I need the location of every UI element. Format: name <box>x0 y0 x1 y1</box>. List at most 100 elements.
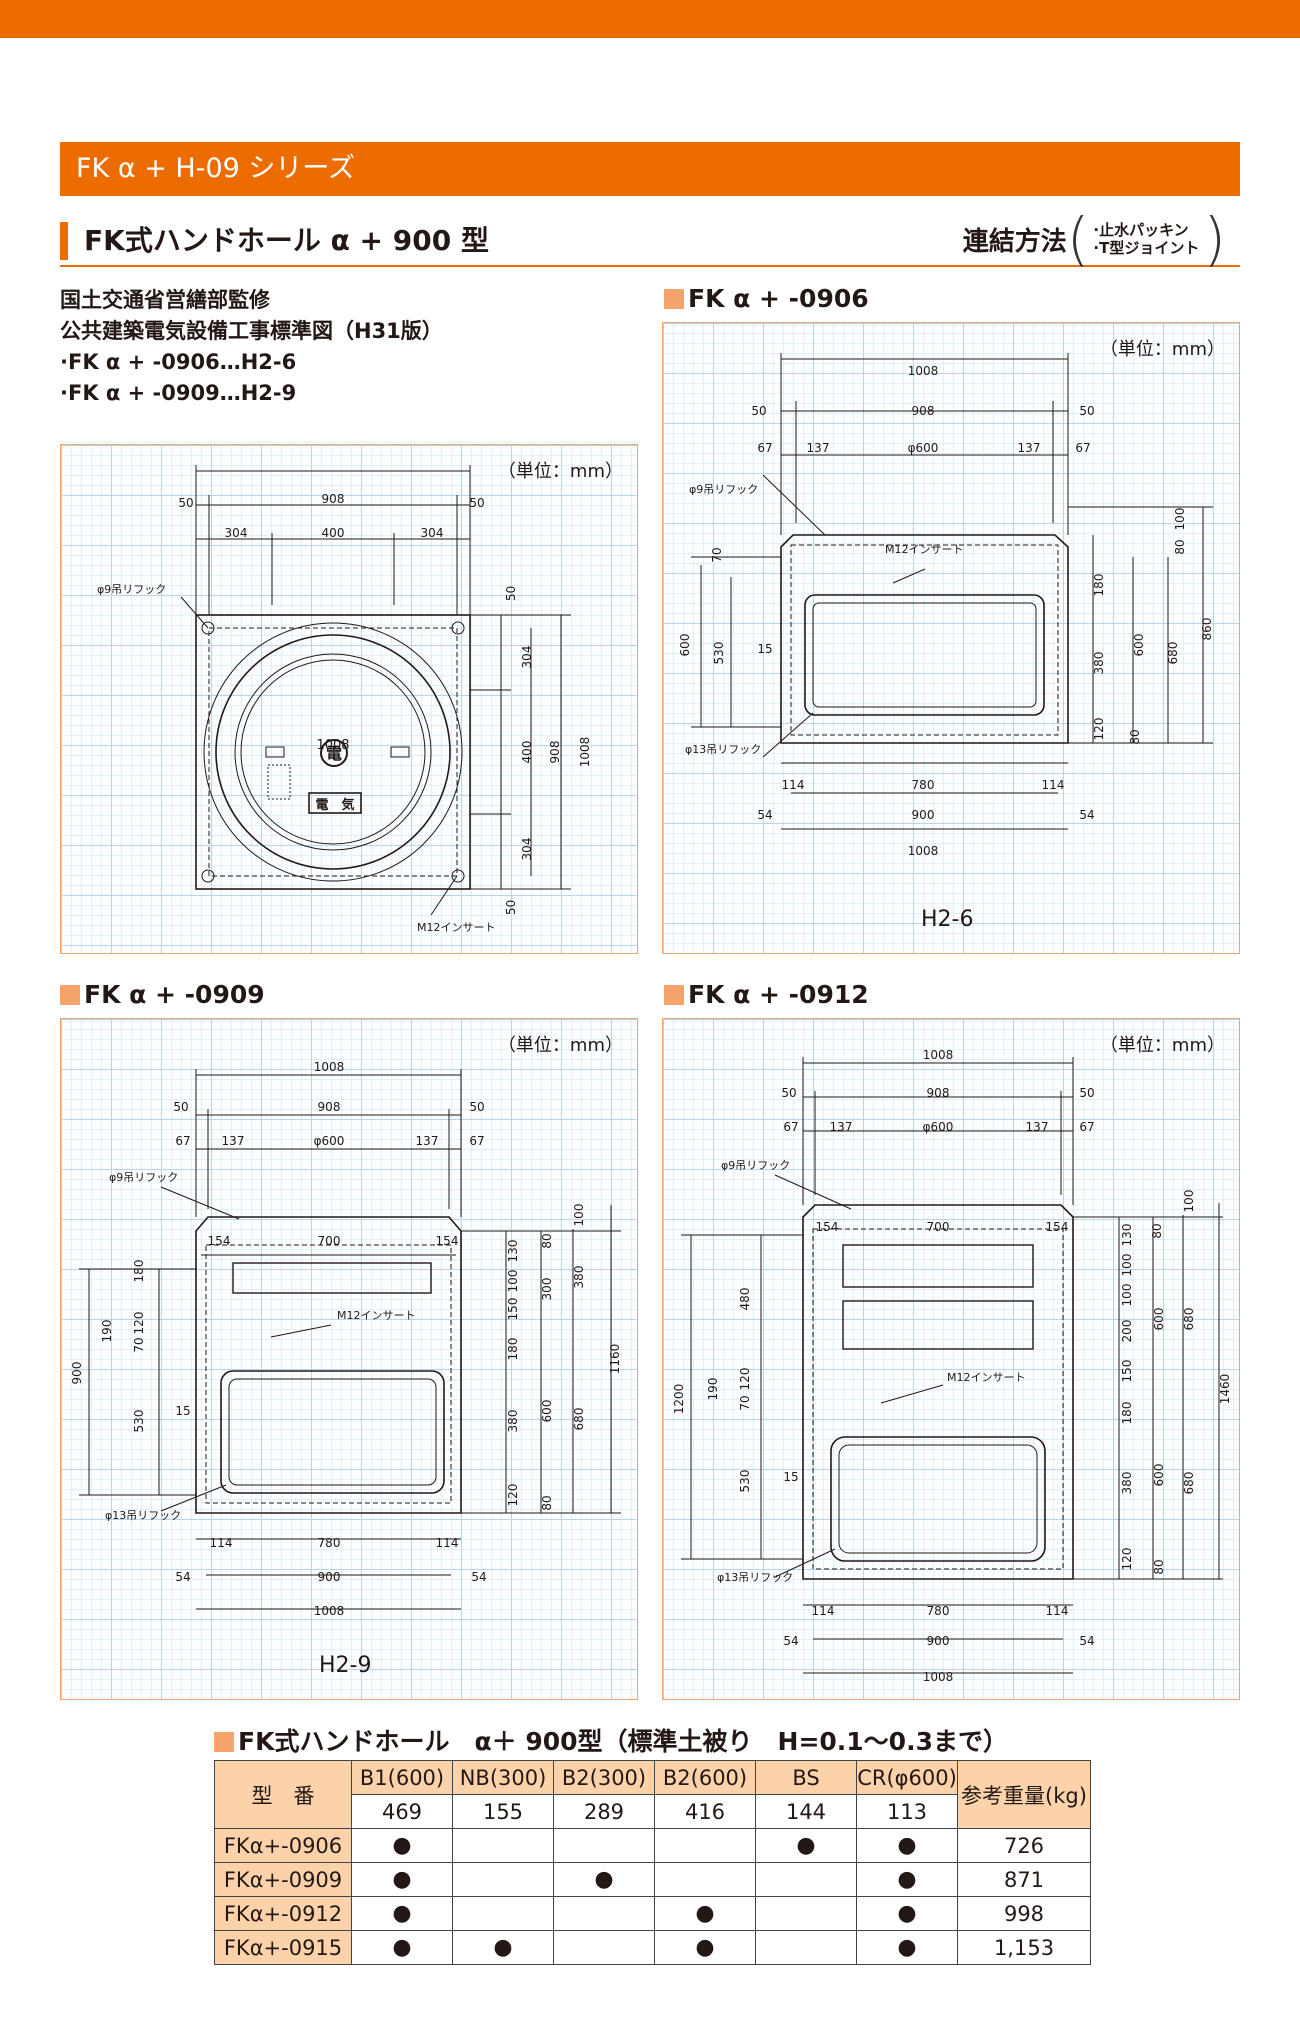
d0912-dim-900: 900 <box>927 1634 950 1648</box>
d0912-dim-137-r: 137 <box>1026 1120 1049 1134</box>
intro-line-4: ·FK α + -0909…H2-9 <box>60 381 297 405</box>
row-mark: ● <box>452 1930 554 1965</box>
row-model: FKα+-0912 <box>214 1896 352 1931</box>
unit-label: （単位：mm） <box>497 461 623 482</box>
row-weight: 1,153 <box>957 1930 1091 1965</box>
row-mark <box>755 1930 857 1965</box>
row-mark: ● <box>856 1862 958 1897</box>
series-banner: FK α + H-09 シリーズ <box>60 142 1240 196</box>
d0909-dim-1008-bot: 1008 <box>314 1604 345 1618</box>
d0912-dim-80-top: 80 <box>1150 1223 1164 1238</box>
row-mark: ● <box>553 1862 655 1897</box>
d0906-dim-908: 908 <box>912 404 935 418</box>
d0906-dim-180: 180 <box>1092 574 1106 597</box>
d0906-dim-67-l: 67 <box>757 441 772 455</box>
d0912-dim-50-l: 50 <box>781 1086 796 1100</box>
row-mark: ● <box>654 1930 756 1965</box>
d0912-dim-67-r: 67 <box>1079 1120 1094 1134</box>
d0909-dim-900: 900 <box>318 1570 341 1584</box>
row-mark <box>452 1896 554 1931</box>
weight-header: 参考重量(kg) <box>957 1760 1091 1829</box>
drawing-0909: 1008 50 908 50 67 137 φ600 137 67 154 70… <box>70 1060 622 1618</box>
d0912-insert-note: M12インサート <box>947 1371 1026 1384</box>
d0906-dim-137-l: 137 <box>807 441 830 455</box>
d0906-hook9-note: φ9吊リフック <box>689 483 758 496</box>
row-model: FKα+-0906 <box>214 1828 352 1863</box>
section-title-0912: FK α + -0912 <box>664 980 869 1009</box>
col-header-cr: CR(φ600) <box>856 1760 958 1795</box>
plan-dim-304-right: 304 <box>421 526 444 540</box>
d0912-dim-154-l: 154 <box>816 1220 839 1234</box>
d0906-dim-50-l: 50 <box>751 404 766 418</box>
d0906-dim-530: 530 <box>712 642 726 665</box>
d0906-dim-1008: 1008 <box>908 364 939 378</box>
col-weight-b1: 469 <box>351 1794 453 1829</box>
connection-item-1: ·止水パッキン <box>1093 221 1189 239</box>
intro-line-2: 公共建築電気設備工事標準図（H31版） <box>60 319 443 343</box>
d0909-dim-154-l: 154 <box>208 1234 231 1248</box>
col-weight-b2-300: 289 <box>553 1794 655 1829</box>
drawing-panel-0912: （単位：mm） 1008 50 908 50 67 137 <box>662 1018 1240 1700</box>
d0909-dim-137-l: 137 <box>222 1134 245 1148</box>
col-header-nb: NB(300) <box>452 1760 554 1795</box>
row-weight: 726 <box>957 1828 1091 1863</box>
d0912-dim-1460: 1460 <box>1218 1374 1232 1405</box>
unit-label: （単位：mm） <box>497 1035 623 1056</box>
row-mark <box>452 1828 554 1863</box>
d0909-hook9-note: φ9吊リフック <box>109 1171 178 1184</box>
d0906-dim-900: 900 <box>912 808 935 822</box>
d0912-dim-1008-bot: 1008 <box>923 1670 954 1684</box>
table-row: FKα+-0906 ● ● ● 726 <box>214 1828 1091 1863</box>
d0912-dim-114-l: 114 <box>812 1604 835 1618</box>
d0912-dim-15: 15 <box>783 1470 798 1484</box>
plan-dim-908: 908 <box>322 492 345 506</box>
row-mark: ● <box>755 1828 857 1863</box>
d0912-dim-100-a: 100 <box>1120 1254 1134 1277</box>
d0909-hook13-note: φ13吊リフック <box>105 1509 181 1522</box>
row-model: FKα+-0915 <box>214 1930 352 1965</box>
row-mark <box>654 1828 756 1863</box>
d0909-dim-120-r: 120 <box>506 1484 520 1507</box>
d0909-dim-530: 530 <box>132 1410 146 1433</box>
connection-item-2: ·T型ジョイント <box>1093 239 1200 257</box>
d0912-dim-600: φ600 <box>923 1120 954 1134</box>
d0912-dim-120: 120 <box>738 1368 752 1391</box>
d0909-dim-1160: 1160 <box>608 1344 622 1375</box>
d0906-dim-1008-bot: 1008 <box>908 844 939 858</box>
col-header-bs: BS <box>755 1760 857 1795</box>
d0909-dim-80-bot: 80 <box>540 1495 554 1510</box>
d0906-dim-137-r: 137 <box>1018 441 1041 455</box>
col-weight-cr: 113 <box>856 1794 958 1829</box>
row-model: FKα+-0909 <box>214 1862 352 1897</box>
d0909-dim-100-top: 100 <box>572 1204 586 1227</box>
d0912-dim-114-r: 114 <box>1046 1604 1069 1618</box>
intro-line-1: 国土交通省営繕部監修 <box>60 288 270 312</box>
d0909-dim-67-l: 67 <box>175 1134 190 1148</box>
row-mark <box>553 1896 655 1931</box>
d0906-dim-600-v: 600 <box>678 634 692 657</box>
d0912-dim-680-top: 680 <box>1182 1308 1196 1331</box>
d0906-dim-67-r: 67 <box>1075 441 1090 455</box>
d0912-dim-1008: 1008 <box>923 1048 954 1062</box>
d0912-dim-70: 70 <box>738 1395 752 1410</box>
d0912-dim-680-bot: 680 <box>1182 1472 1196 1495</box>
page-title: FK式ハンドホール α + 900 型 <box>60 222 489 260</box>
d0909-dim-70: 70 <box>132 1337 146 1352</box>
plan-dim-400: 400 <box>322 526 345 540</box>
d0909-dim-100-a: 100 <box>506 1270 520 1293</box>
plan-dim-50-right: 50 <box>469 496 484 510</box>
d0909-dim-380: 380 <box>506 1410 520 1433</box>
d0909-dim-190: 190 <box>100 1320 114 1343</box>
paren-open: ( <box>1066 205 1090 273</box>
row-mark <box>553 1828 655 1863</box>
table-row: FKα+-0915 ● ● ● ● 1,153 <box>214 1930 1091 1965</box>
d0909-dim-150: 150 <box>506 1298 520 1321</box>
d0909-code-label: H2-9 <box>319 1653 372 1678</box>
d0912-dim-130: 130 <box>1120 1224 1134 1247</box>
d0909-dim-680: 680 <box>572 1408 586 1431</box>
row-mark: ● <box>351 1896 453 1931</box>
d0909-dim-120: 120 <box>132 1312 146 1335</box>
table-title: FK式ハンドホール α＋ 900型（標準土被り H=0.1～0.3まで） <box>214 1722 1008 1758</box>
row-weight: 871 <box>957 1862 1091 1897</box>
d0912-dim-80-bot: 80 <box>1152 1559 1166 1574</box>
